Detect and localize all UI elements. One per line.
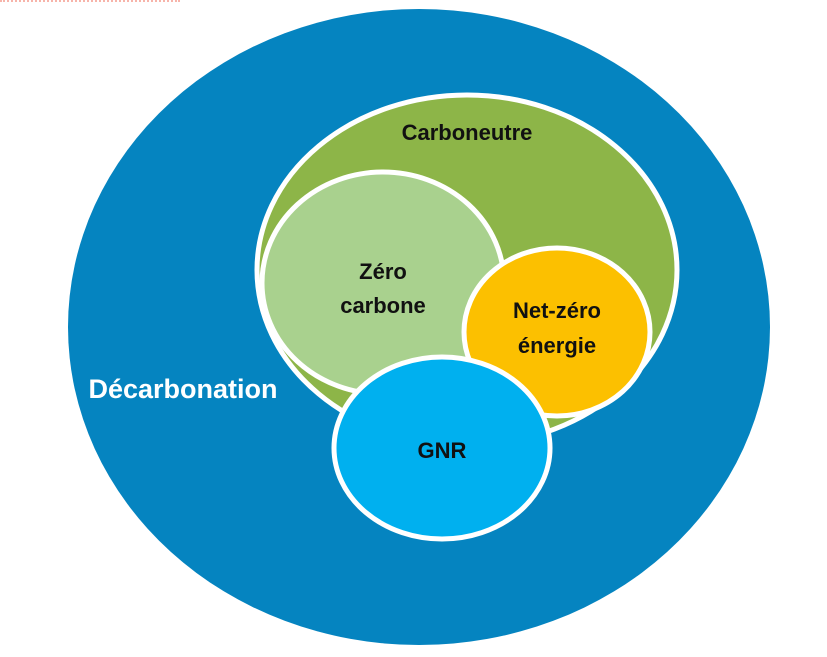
net-zero-label-line1: Net-zéro [513, 298, 601, 323]
dotted-border [0, 0, 180, 2]
net-zero-label-line2: énergie [518, 333, 596, 358]
carboneutre-label: Carboneutre [402, 120, 533, 145]
gnr-circle [331, 354, 553, 542]
gnr-label: GNR [418, 438, 467, 463]
decarbonation-label: Décarbonation [88, 374, 277, 404]
zero-carbone-label-line1: Zéro [359, 259, 407, 284]
net-zero-energie-circle [461, 245, 653, 419]
zero-carbone-label-line2: carbone [340, 293, 426, 318]
